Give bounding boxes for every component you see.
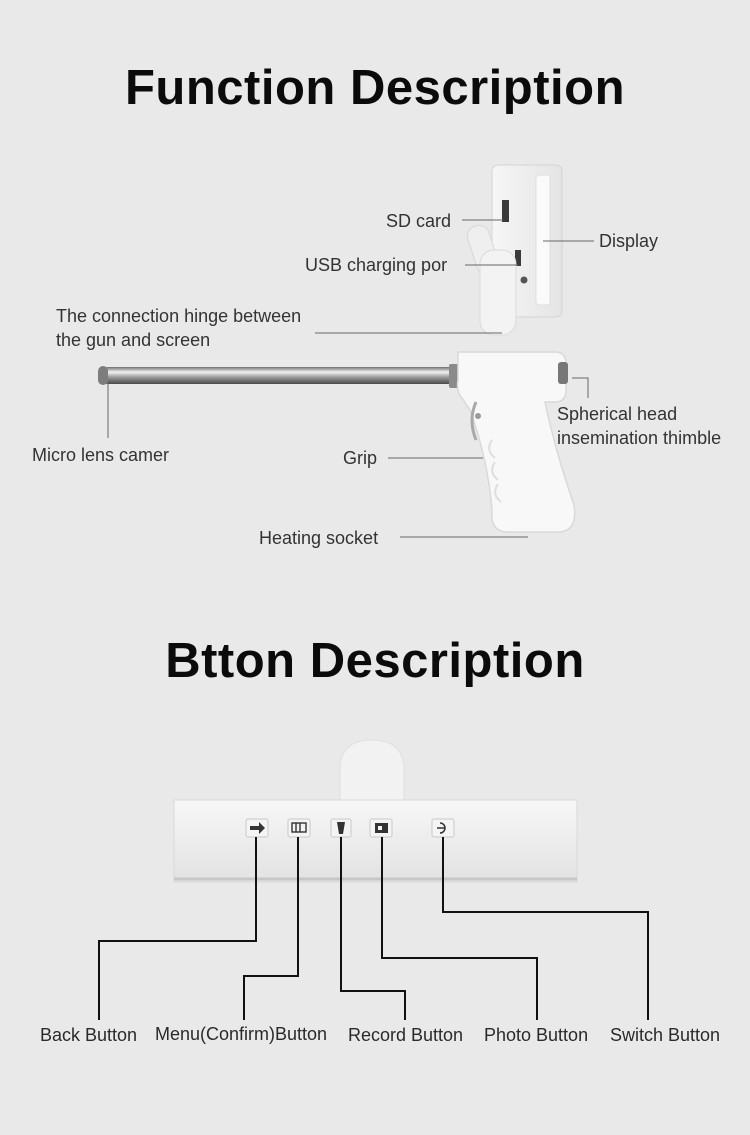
micro-lens-camera-label: Micro lens camer bbox=[32, 445, 170, 465]
back-button-label: Back Button bbox=[40, 1025, 138, 1045]
hinge-label-line1: The connection hinge between bbox=[56, 306, 302, 326]
record-button[interactable] bbox=[330, 818, 352, 838]
sd-card-slot bbox=[502, 200, 509, 222]
spherical-head-label-line2: insemination thimble bbox=[557, 428, 722, 448]
hinge-label-line2: the gun and screen bbox=[56, 330, 211, 350]
battery-menu-icon bbox=[291, 822, 307, 833]
arrow-right-icon bbox=[250, 822, 265, 834]
photo-button[interactable] bbox=[369, 818, 393, 838]
back-button[interactable] bbox=[245, 818, 269, 838]
usb-charging-port-label: USB charging por bbox=[305, 255, 448, 275]
function-description-title: Function Description bbox=[125, 61, 625, 115]
button-panel bbox=[173, 739, 578, 883]
camera-icon bbox=[375, 823, 388, 833]
rod bbox=[98, 364, 461, 388]
button-description-title: Btton Description bbox=[165, 634, 585, 688]
record-button-label: Record Button bbox=[348, 1025, 464, 1045]
hinge bbox=[466, 224, 517, 336]
sd-card-label: SD card bbox=[386, 211, 452, 231]
usb-port bbox=[515, 250, 521, 266]
heating-socket-label: Heating socket bbox=[259, 528, 379, 548]
record-icon bbox=[337, 822, 345, 834]
spherical-head-label-line1: Spherical head bbox=[557, 404, 678, 424]
grip-label: Grip bbox=[343, 448, 378, 468]
gun-body bbox=[456, 351, 576, 533]
photo-button-label: Photo Button bbox=[484, 1025, 589, 1045]
display-label: Display bbox=[599, 231, 659, 251]
menu-confirm-button[interactable] bbox=[287, 818, 311, 838]
menu-confirm-button-label: Menu(Confirm)Button bbox=[155, 1024, 328, 1044]
switch-button-label: Switch Button bbox=[610, 1025, 721, 1045]
switch-button[interactable] bbox=[431, 818, 455, 838]
power-icon bbox=[437, 822, 446, 834]
